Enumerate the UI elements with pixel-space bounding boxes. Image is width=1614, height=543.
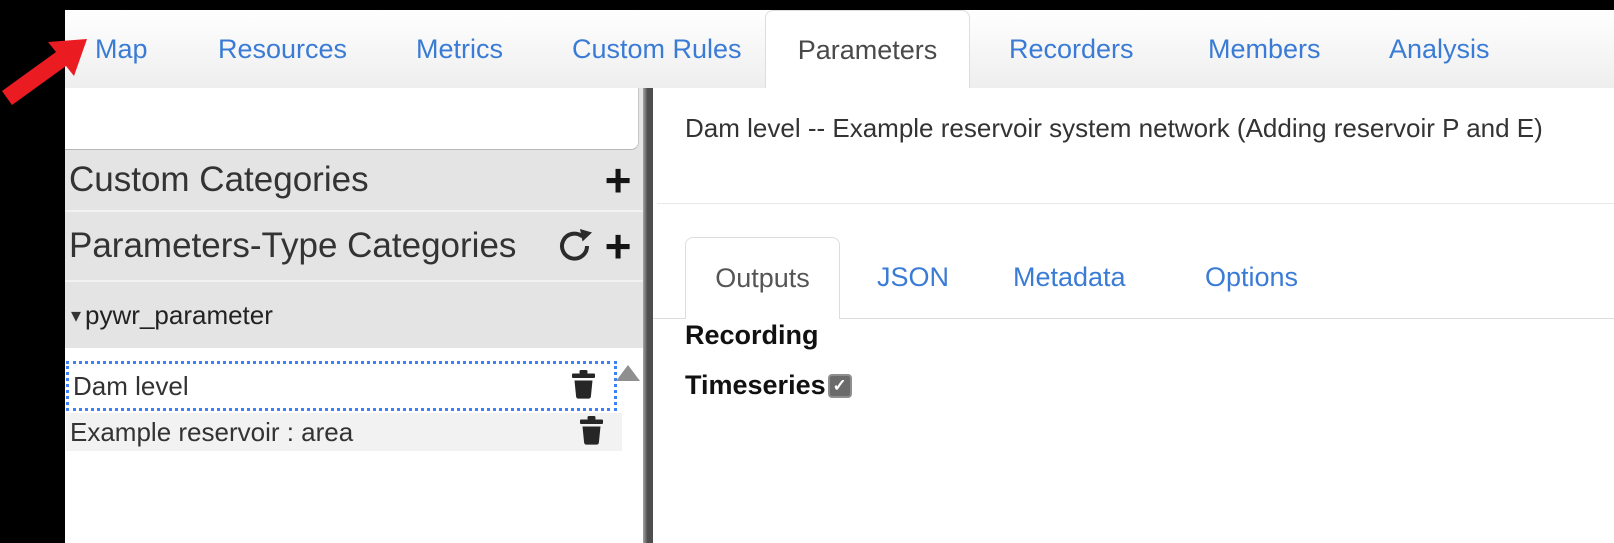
custom-categories-section: Custom Categories + <box>65 150 643 212</box>
delete-dam-level-button[interactable] <box>570 370 596 402</box>
list-item-dam-level[interactable]: Dam level <box>66 361 617 411</box>
timeseries-label: Timeseries <box>685 370 826 400</box>
categories-sidebar: Custom Categories + Parameters-Type Cate… <box>65 88 643 543</box>
refresh-icon <box>558 228 592 265</box>
detail-tabbar: Outputs JSON Metadata Options <box>653 237 1614 319</box>
tab-outputs-label: Outputs <box>715 263 810 293</box>
add-custom-category-button[interactable]: + <box>601 157 635 203</box>
title-divider <box>657 203 1614 204</box>
parameter-type-categories-heading: Parameters-Type Categories <box>69 226 517 265</box>
nav-item-metrics[interactable]: Metrics <box>416 33 503 64</box>
trash-icon <box>579 416 604 448</box>
nav-item-parameters-label: Parameters <box>797 35 938 65</box>
tab-options[interactable]: Options <box>1205 262 1299 292</box>
recording-heading: Recording <box>685 320 819 350</box>
tab-json[interactable]: JSON <box>877 262 950 292</box>
panel-divider[interactable] <box>643 88 653 543</box>
nav-item-members[interactable]: Members <box>1208 33 1321 64</box>
nav-item-analysis[interactable]: Analysis <box>1389 33 1490 64</box>
detail-title: Dam level -- Example reservoir system ne… <box>685 113 1543 143</box>
trash-icon <box>571 370 596 402</box>
refresh-button[interactable] <box>557 228 593 264</box>
nav-item-custom-rules[interactable]: Custom Rules <box>572 33 742 64</box>
frame-top <box>0 0 1614 10</box>
list-item-label: Dam level <box>73 370 189 401</box>
timeseries-checkbox[interactable]: ✓ <box>827 373 852 398</box>
custom-categories-heading: Custom Categories <box>69 160 369 199</box>
nav-item-map[interactable]: Map <box>95 33 148 64</box>
red-arrow-annotation <box>2 39 87 105</box>
nav-item-parameters[interactable]: Parameters <box>765 10 970 90</box>
tab-metadata[interactable]: Metadata <box>1013 262 1126 292</box>
nav-item-recorders[interactable]: Recorders <box>1009 33 1134 64</box>
list-item-example-reservoir-area[interactable]: Example reservoir : area <box>66 413 622 451</box>
sidebar-header-box <box>65 88 639 150</box>
parameter-type-categories-section: Parameters-Type Categories + <box>65 212 643 282</box>
nav-item-resources[interactable]: Resources <box>218 33 348 64</box>
delete-example-reservoir-area-button[interactable] <box>578 416 604 448</box>
list-item-label: Example reservoir : area <box>70 416 354 447</box>
detail-panel: Dam level -- Example reservoir system ne… <box>653 88 1614 543</box>
tab-outputs[interactable]: Outputs <box>685 237 840 319</box>
timeseries-field: Timeseries ✓ <box>685 370 852 401</box>
scrollbar-up-arrow[interactable] <box>616 365 640 381</box>
add-parameter-type-category-button[interactable]: + <box>601 223 635 269</box>
top-nav: Map Resources Metrics Custom Rules Param… <box>65 10 1614 90</box>
caret-down-icon: ▾ <box>71 304 82 327</box>
category-group-pywr-parameter[interactable]: ▾ pywr_parameter <box>65 282 643 348</box>
parameter-list: Dam level Example reservoir : area <box>65 348 643 543</box>
category-group-label: pywr_parameter <box>85 299 273 330</box>
